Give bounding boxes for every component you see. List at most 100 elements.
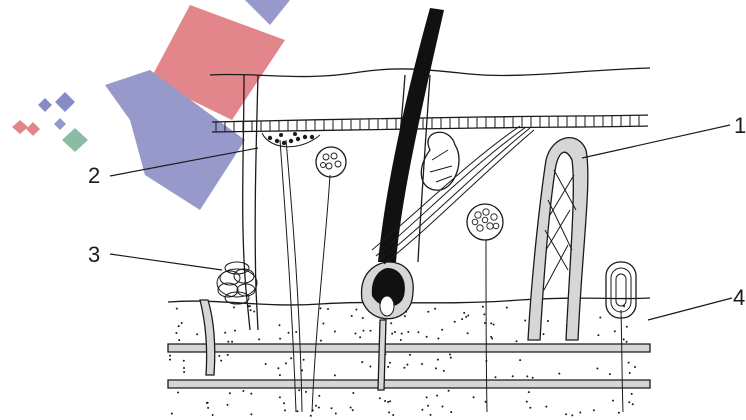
stipple-dot [183,367,185,369]
stipple-dot [334,331,336,333]
stipple-dot [400,339,402,341]
stipple-dot [526,401,528,403]
stipple-dot [384,400,386,402]
stipple-dot [491,338,493,340]
stipple-dot [355,309,357,311]
stipple-dot [361,361,363,363]
stipple-dot [545,406,547,408]
stipple-dot [406,364,408,366]
stipple-dot [467,332,469,334]
stipple-dot [359,336,361,338]
stipple-dot [227,354,229,356]
stipple-dot [482,306,484,308]
stipple-dot [427,311,429,313]
stipple-dot [519,359,521,361]
stipple-dot [327,308,329,310]
stipple-dot [290,357,292,359]
stipple-dot [394,331,396,333]
stipple-dot [612,400,614,402]
stipple-dot [387,366,389,368]
stipple-dot [279,374,281,376]
stipple-dot [593,409,595,411]
merkel-cells [262,132,320,147]
stipple-dot [401,333,403,335]
stipple-dot [596,368,598,370]
stipple-dot [529,407,531,409]
stipple-dot [628,362,630,364]
stipple-dot [322,323,324,325]
stipple-dot [370,330,372,332]
stipple-dot [506,307,508,309]
stipple-dot [363,330,365,332]
stipple-dot [421,409,423,411]
stipple-dot [183,360,185,362]
stipple-dot [634,366,636,368]
stipple-dot [335,413,337,415]
stipple-dot [485,401,487,403]
stipple-dot [437,338,439,340]
stipple-dot [512,375,514,377]
stipple-dot [532,377,534,379]
stipple-dot [178,339,180,341]
stipple-dot [442,406,444,408]
lamellar-bulb [467,204,503,240]
stipple-dot [389,362,391,364]
stipple-dot [448,390,450,392]
stipple-dot [320,340,322,342]
stipple-dot [389,400,391,402]
stipple-dot [392,414,394,416]
stipple-dot [249,305,251,307]
stipple-dot [430,414,432,416]
stipple-dot [379,397,381,399]
stipple-dot [331,407,333,409]
stipple-dot [599,317,601,319]
stipple-dot [454,321,456,323]
stipple-dot [310,415,312,417]
stipple-dot [279,338,281,340]
stipple-dot [355,333,357,335]
stipple-dot [279,324,281,326]
stipple-dot [169,359,171,361]
stipple-dot [206,402,208,404]
pacinian-corpuscle [606,262,636,318]
stipple-dot [212,414,214,416]
stipple-dot [218,355,220,357]
stipple-dot [565,413,567,415]
stipple-dot [632,403,634,405]
stipple-dot [315,405,317,407]
stipple-dot [623,338,625,340]
watermark-logo [12,0,290,210]
stipple-dot [318,407,320,409]
stipple-dot [473,396,475,398]
stipple-dot [391,333,393,335]
stipple-dot [224,332,226,334]
stipple-dot [465,316,467,318]
stipple-dot [207,407,209,409]
stipple-dot [426,336,428,338]
stipple-dot [178,325,180,327]
stipple-dot [449,354,451,356]
stipple-dot [169,355,171,357]
stipple-dot [609,373,611,375]
stipple-dot [407,331,409,333]
stipple-dot [352,409,354,411]
label-2: 2 [88,163,100,188]
stipple-dot [362,317,364,319]
stipple-dot [177,392,179,394]
stipple-dot [417,331,419,333]
stipple-dot [387,401,389,403]
stipple-dot [403,367,405,369]
stipple-dot [183,371,185,373]
stipple-dot [443,370,445,372]
stipple-dot [181,322,183,324]
stipple-dot [277,367,279,369]
stipple-dot [450,357,452,359]
stipple-dot [435,367,437,369]
stipple-dot [631,393,633,395]
stipple-dot [463,312,465,314]
stipple-dot [250,309,252,311]
stipple-dot [171,413,173,415]
stipple-dot [427,405,429,407]
stipple-dot [288,332,290,334]
